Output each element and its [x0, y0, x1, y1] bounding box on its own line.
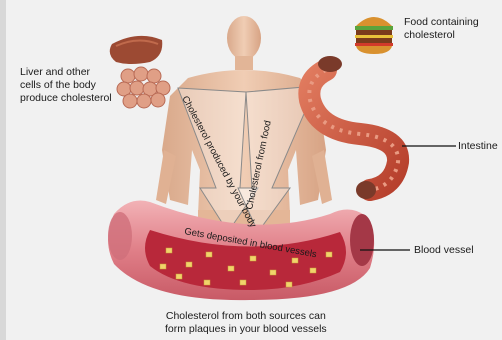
intestine-label: Intestine [458, 140, 498, 153]
blood-vessel-label: Blood vessel [414, 244, 474, 257]
liver-label: Liver and other cells of the body produc… [20, 66, 112, 105]
cells-cluster-illustration [117, 67, 170, 108]
burger-icon [355, 17, 393, 54]
page-edge [0, 0, 6, 340]
food-label: Food containing cholesterol [404, 16, 479, 42]
caption: Cholesterol from both sources can form p… [165, 310, 327, 336]
liver-illustration [110, 36, 163, 64]
